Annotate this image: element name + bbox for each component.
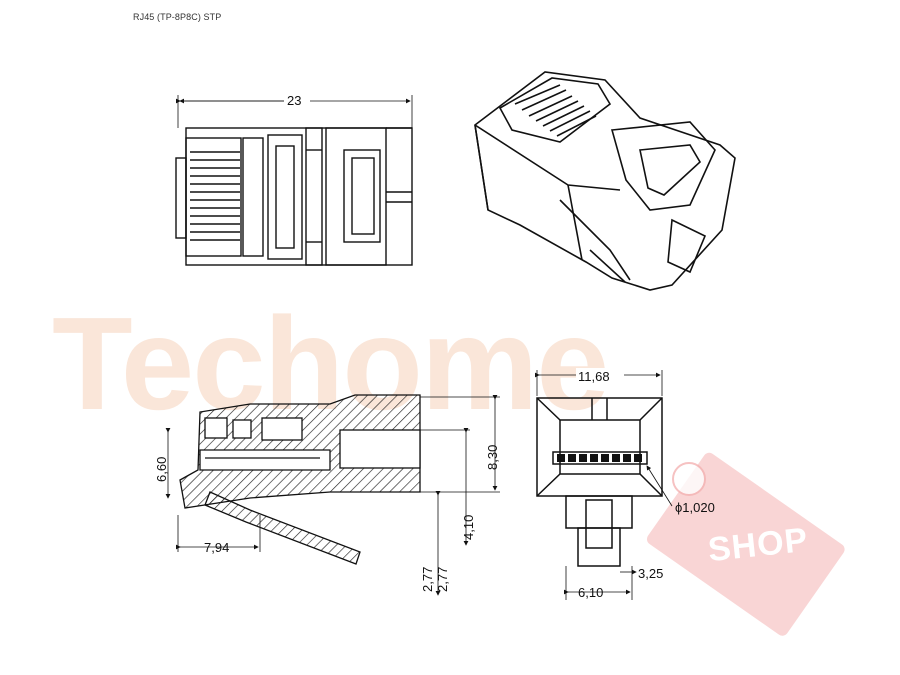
dim-latch-width: 6,10 (578, 585, 603, 600)
dim-width: 11,68 (578, 369, 610, 384)
shop-tag-hole (672, 462, 706, 496)
isometric-view (474, 71, 736, 291)
drawing-title: RJ45 (TP-8P8C) STP (133, 12, 222, 22)
dim-length: 23 (287, 93, 301, 108)
dim-latch-b: 2,77 (435, 567, 450, 592)
dim-height-body: 6,60 (154, 457, 169, 482)
front-view (535, 370, 673, 600)
dimension-labels: 23 11,68 8,30 6,60 7,94 4,10 2,77 2,77 ϕ… (154, 92, 715, 600)
dim-latch-offset: 7,94 (204, 540, 229, 555)
side-section-view (165, 394, 500, 596)
dim-latch-a: 2,77 (420, 567, 435, 592)
top-view (175, 95, 413, 266)
dim-height-total: 8,30 (485, 445, 500, 470)
dim-latch-tab: 3,25 (638, 566, 663, 581)
dim-contact-diameter: ϕ1,020 (675, 500, 715, 515)
dim-height-lower: 4,10 (461, 515, 476, 540)
